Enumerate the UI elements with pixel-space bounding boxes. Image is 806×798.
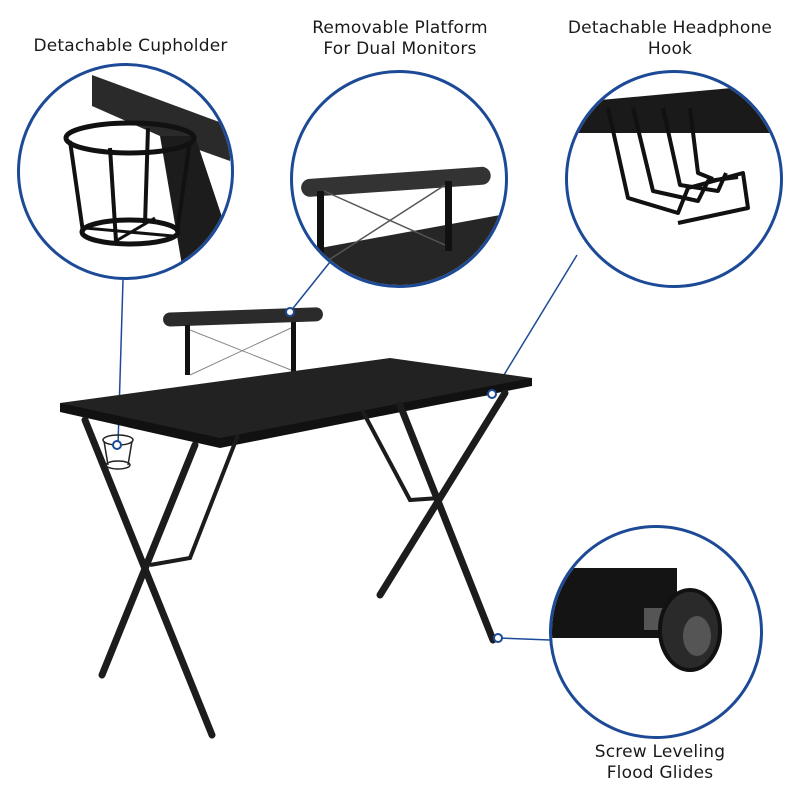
label-cupholder: Detachable Cupholder <box>8 36 253 57</box>
cupholder-icon <box>63 75 231 277</box>
label-glides-line1: Screw Leveling <box>594 742 726 762</box>
monitor-platform-icon <box>293 166 505 285</box>
label-platform: Removable Platform For Dual Monitors <box>285 18 515 60</box>
glides-closeup <box>549 525 763 739</box>
label-headphone-line1: Detachable Headphone <box>567 18 773 38</box>
callout-lines <box>117 254 578 641</box>
platform-closeup <box>290 70 508 288</box>
callout-dots <box>112 307 503 643</box>
label-headphone: Detachable Headphone Hook <box>540 18 800 60</box>
headphone-hook-icon <box>568 83 780 225</box>
label-headphone-line2: Hook <box>647 39 693 59</box>
label-platform-line1: Removable Platform <box>312 18 488 38</box>
cupholder-closeup <box>17 63 234 280</box>
label-cupholder-line1: Detachable Cupholder <box>33 36 228 56</box>
leveling-glide-icon <box>552 568 722 672</box>
headphone-closeup <box>565 70 783 288</box>
label-glides-line2: Flood Glides <box>606 763 714 783</box>
label-platform-line2: For Dual Monitors <box>323 39 477 59</box>
label-glides: Screw Leveling Flood Glides <box>560 742 760 784</box>
